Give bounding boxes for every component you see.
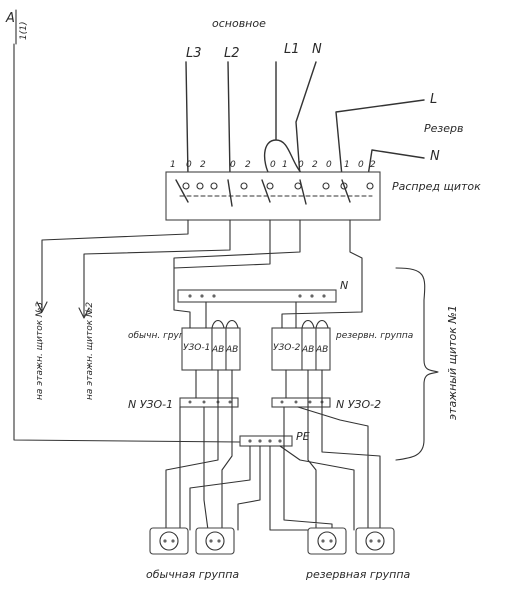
pe-screws: [248, 439, 282, 443]
feed-rcd-1: [173, 295, 207, 329]
arrow-label-panel-3: на этажн. щиток №3: [35, 302, 45, 400]
breaker-1a-label: АВ: [211, 345, 224, 355]
contact-num: 2: [370, 160, 376, 170]
breaker-2b-label: АВ: [315, 345, 328, 355]
feed-to-panel-2: [83, 219, 231, 317]
wires-reserve-group: [269, 369, 381, 531]
feed-rcd-2: [281, 295, 363, 329]
n-rcd1-label: N УЗО-1: [128, 398, 173, 411]
wire-n-to-floor: [173, 219, 301, 297]
distribution-panel-label: Распред щиток: [392, 180, 481, 193]
normal-group-caption: обычная группа: [146, 568, 239, 581]
n-bus-label: N: [340, 279, 348, 292]
contact-num: 1: [344, 160, 350, 170]
n-rcd2-screws: [280, 400, 324, 404]
pe-bus-label: PE: [296, 430, 310, 443]
arrow-head-2: [78, 307, 90, 319]
feed-to-panel-3: [41, 219, 189, 311]
wire-l-main-to-floor: [173, 219, 271, 269]
n-busbar: [177, 289, 337, 303]
contact-num: 2: [245, 160, 251, 170]
label-n: N: [312, 42, 322, 57]
reserve-label-n: N: [430, 149, 440, 164]
reserve-label-l: L: [430, 92, 437, 107]
floor-panel-bracket: [395, 267, 439, 461]
rcd-2-label: УЗО-2: [273, 343, 301, 353]
contact-num: 0: [326, 160, 332, 170]
reserve-label: Резерв: [424, 122, 463, 135]
wire-l2-in: [227, 61, 231, 177]
label-l3: L3: [186, 46, 202, 61]
label-l2: L2: [224, 46, 240, 61]
rcd-1-box: [181, 327, 213, 371]
reserve-group-caption: резервная группа: [305, 568, 411, 581]
contact-num: 0: [186, 160, 192, 170]
wire-l3-in: [185, 61, 189, 177]
n-rcd2-label: N УЗО-2: [336, 398, 381, 411]
contact-numbers: 1 0 2 0 2 0 1 0 2 0 1 0 2: [170, 160, 376, 170]
socket-normal-2: [195, 527, 235, 555]
margin-label-a: A: [5, 11, 15, 26]
pe-main-wire: [13, 43, 241, 443]
rcd-1-top-loops: [211, 319, 239, 329]
changeover-switches: [175, 179, 351, 207]
contact-num: 0: [298, 160, 304, 170]
wire-l-reserve-to-floor: [349, 219, 363, 297]
socket-reserve-2: [355, 527, 395, 555]
n-rcd1-bus: [179, 397, 239, 408]
contact-num: 0: [230, 160, 236, 170]
reserve-group-label: резервн. группа: [335, 331, 413, 341]
rcd-1-label: УЗО-1: [183, 343, 210, 353]
normal-group-label: обычн. группа: [128, 331, 196, 341]
floor-panel-label: этажный щиток №1: [446, 305, 459, 420]
breaker-1b-label: АВ: [225, 345, 238, 355]
breaker-2b-box: [315, 327, 331, 371]
contact-num: 0: [270, 160, 276, 170]
margin-pe-mark: 1(1): [19, 22, 29, 40]
n-rcd1-screws: [188, 400, 232, 404]
socket-normal-1: [149, 527, 189, 555]
n-rcd2-bus: [271, 397, 331, 408]
label-l1: L1: [284, 42, 300, 57]
arrow-head-3: [36, 301, 48, 313]
pe-busbar: [239, 435, 293, 447]
rcd-2-top-loops: [301, 319, 329, 329]
contact-num: 1: [170, 160, 176, 170]
wires-normal-group: [165, 369, 261, 531]
wire-reserve-l: [335, 99, 425, 177]
contact-num: 1: [282, 160, 288, 170]
breaker-1b-box: [225, 327, 241, 371]
socket-reserve-1: [307, 527, 347, 555]
contact-num: 2: [200, 160, 206, 170]
contact-num: 2: [312, 160, 318, 170]
breaker-2a-label: АВ: [301, 345, 314, 355]
wire-reserve-n: [367, 149, 425, 177]
contact-num: 0: [358, 160, 364, 170]
arrow-label-panel-2: на этажн. щиток №2: [85, 302, 95, 400]
n-busbar-screws: [188, 294, 326, 298]
main-supply-title: основное: [212, 17, 266, 30]
wire-n-in: [295, 61, 317, 177]
rcd-2-box: [271, 327, 303, 371]
